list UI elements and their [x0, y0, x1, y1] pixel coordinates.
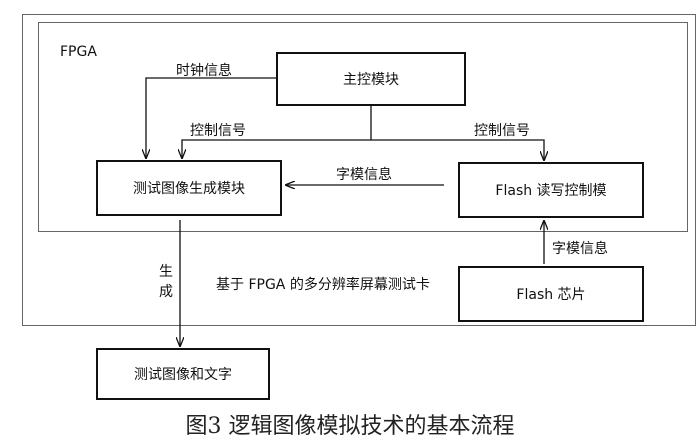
test-output-box: 测试图像和文字	[96, 348, 270, 400]
clock-info-label: 时钟信息	[176, 63, 232, 79]
flash-chip-label: Flash 芯片	[516, 287, 586, 303]
control-signal-left-arrow	[182, 139, 371, 158]
control-signal-left-label: 控制信号	[190, 123, 246, 139]
figure-caption: 图3 逻辑图像模拟技术的基本流程	[185, 414, 515, 439]
flash-rw-label: Flash 读写控制模	[495, 183, 607, 199]
test-output-label: 测试图像和文字	[134, 367, 232, 383]
outer-test-card-frame	[22, 14, 696, 326]
test-image-gen-label: 测试图像生成模块	[133, 181, 245, 197]
fpga-frame	[38, 22, 688, 232]
main-control-label: 主控模块	[343, 72, 399, 88]
clock-info-arrow	[146, 77, 276, 158]
flash-rw-control-module: Flash 读写控制模	[458, 162, 644, 218]
flash-chip-box: Flash 芯片	[458, 266, 644, 322]
font-info-up-label: 字模信息	[552, 241, 608, 257]
control-signal-right-label: 控制信号	[474, 123, 530, 139]
control-signal-right-arrow	[371, 139, 544, 160]
test-card-label: 基于 FPGA 的多分辨率屏幕测试卡	[216, 277, 430, 293]
main-control-module: 主控模块	[276, 52, 466, 106]
font-info-left-label: 字模信息	[336, 167, 392, 183]
fpga-label: FPGA	[60, 44, 97, 60]
generate-label: 生成	[159, 264, 173, 300]
test-image-gen-module: 测试图像生成模块	[96, 160, 282, 216]
